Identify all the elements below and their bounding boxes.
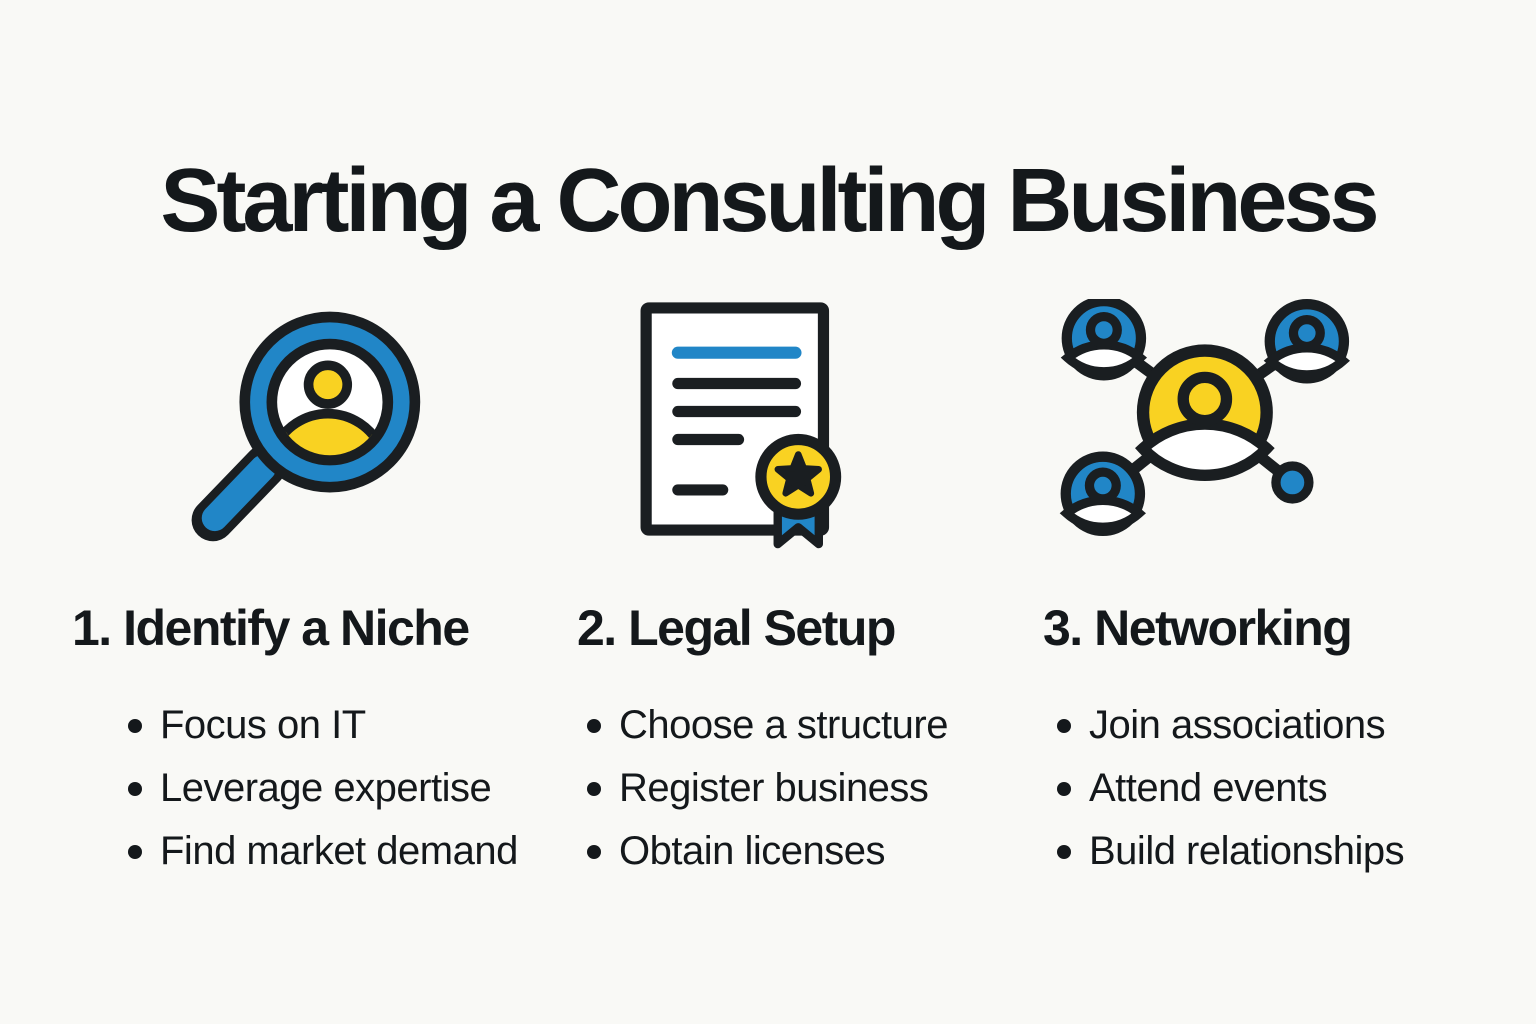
section-heading: 2. Legal Setup xyxy=(577,600,896,656)
bullet-text: Find market demand xyxy=(160,828,518,873)
bullet-dot xyxy=(587,782,601,796)
section-heading: 3. Networking xyxy=(1043,600,1353,656)
page-title: Starting a Consulting Business xyxy=(160,151,1379,252)
bullet-text: Choose a structure xyxy=(619,702,948,747)
star-icon xyxy=(774,451,822,497)
bullet-dot xyxy=(1057,845,1071,859)
bullet-item: Leverage expertise xyxy=(128,757,555,820)
people-network-icon xyxy=(1059,299,1350,537)
networking-icon-area xyxy=(1010,283,1476,583)
magnifier-person-icon xyxy=(191,311,420,542)
bullet-dot xyxy=(128,782,142,796)
bullet-list: Join associations Attend events Build re… xyxy=(1010,694,1476,883)
bullet-item: Build relationships xyxy=(1057,820,1476,883)
bullet-item: Obtain licenses xyxy=(587,820,1010,883)
bullet-text: Build relationships xyxy=(1089,828,1405,873)
section-heading: 1. Identify a Niche xyxy=(72,600,470,656)
bullet-dot xyxy=(1057,782,1071,796)
bullet-text: Register business xyxy=(619,765,929,810)
bullet-item: Focus on IT xyxy=(128,694,555,757)
bullet-item: Attend events xyxy=(1057,757,1476,820)
bullet-text: Focus on IT xyxy=(160,702,366,747)
bullet-dot xyxy=(128,719,142,733)
bullet-item: Find market demand xyxy=(128,820,555,883)
bullet-dot xyxy=(1057,719,1071,733)
bullet-text: Attend events xyxy=(1089,765,1328,810)
section-identify-niche: 1. Identify a Niche Focus on IT Leverage… xyxy=(60,283,555,883)
bullet-item: Choose a structure xyxy=(587,694,1010,757)
bullet-dot xyxy=(128,845,142,859)
section-legal-setup: 2. Legal Setup Choose a structure Regist… xyxy=(555,283,1010,883)
bullet-text: Leverage expertise xyxy=(160,765,492,810)
legal-setup-icon-area xyxy=(555,283,1010,583)
bullet-dot xyxy=(587,719,601,733)
bullet-item: Register business xyxy=(587,757,1010,820)
sections-row: 1. Identify a Niche Focus on IT Leverage… xyxy=(60,283,1476,883)
bullet-list: Focus on IT Leverage expertise Find mark… xyxy=(60,694,555,883)
section-networking: 3. Networking Join associations Attend e… xyxy=(1010,283,1476,883)
identify-niche-icon-area xyxy=(60,283,555,583)
bullet-item: Join associations xyxy=(1057,694,1476,757)
bullet-text: Obtain licenses xyxy=(619,828,885,873)
bullet-text: Join associations xyxy=(1089,702,1386,747)
bullet-list: Choose a structure Register business Obt… xyxy=(555,694,1010,883)
bullet-dot xyxy=(587,845,601,859)
certificate-document-icon xyxy=(640,302,841,549)
